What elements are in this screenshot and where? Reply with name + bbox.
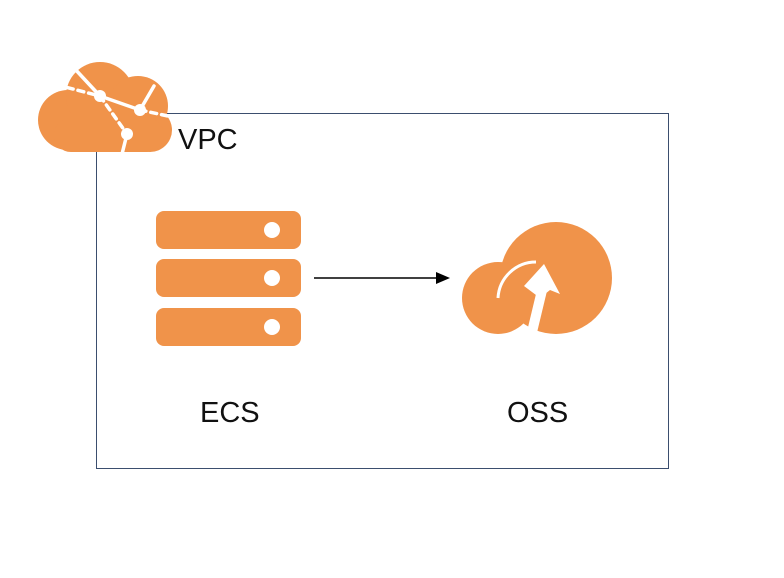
- oss-label: OSS: [507, 397, 569, 429]
- vpc-boundary: [96, 113, 669, 469]
- ecs-to-oss-arrow: [314, 272, 450, 284]
- vpc-cloud-network-icon: [38, 62, 172, 154]
- ecs-label: ECS: [200, 397, 260, 429]
- server-rack-icon: [156, 211, 301, 346]
- cloud-upload-icon: [462, 222, 612, 334]
- vpc-label: VPC: [178, 124, 238, 156]
